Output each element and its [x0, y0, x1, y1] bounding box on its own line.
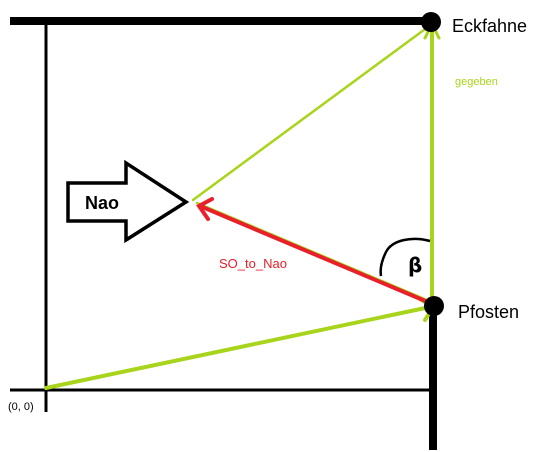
so-to-nao-vector: [196, 197, 432, 305]
corner-flag-label: Eckfahne: [452, 16, 527, 36]
beta-label: β: [408, 253, 422, 277]
corner-to-nao-line: [191, 22, 434, 202]
post-label: Pfosten: [458, 302, 519, 322]
nao-label: Nao: [85, 193, 119, 213]
corner-flag-dot: [421, 12, 441, 32]
beta-angle-arc: [379, 237, 431, 277]
field-lines: [10, 17, 437, 450]
given-label: gegeben: [455, 76, 498, 88]
so-to-nao-line: [198, 204, 432, 305]
origin-label: (0, 0): [8, 401, 34, 413]
so-to-nao-arrowhead: [196, 197, 214, 221]
origin-to-post-line: [44, 305, 432, 390]
post-dot: [424, 296, 444, 316]
nao-arrow-shape: [66, 159, 190, 244]
so-to-nao-label: SO_to_Nao: [219, 256, 287, 271]
